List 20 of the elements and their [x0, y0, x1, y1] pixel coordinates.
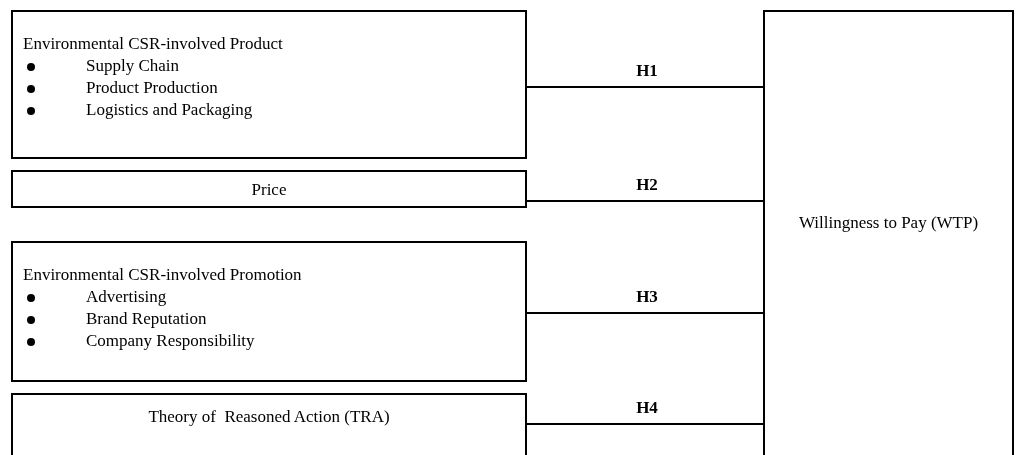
connector-line [526, 200, 764, 202]
connector-line [526, 312, 764, 314]
list-item: Logistics and Packaging [86, 100, 253, 120]
box-heading: Environmental CSR-involved Product [23, 34, 283, 54]
list-item: Advertising [86, 287, 167, 307]
list-item: Brand Reputation [86, 309, 207, 329]
factor-box [11, 393, 527, 455]
factor-box [11, 170, 527, 208]
outcome-box [763, 10, 1014, 455]
box-label: Theory of Reasoned Action (TRA) [147, 407, 391, 427]
box-label: Price [250, 180, 288, 200]
list-item: Company Responsibility [86, 331, 255, 351]
factor-box [11, 10, 527, 159]
factor-box [11, 241, 527, 382]
list-item: Supply Chain [86, 56, 180, 76]
list-item: Product Production [86, 78, 218, 98]
connector-line [526, 423, 764, 425]
box-label: Willingness to Pay (WTP) [797, 212, 980, 234]
connector-line [526, 86, 764, 88]
box-heading: Environmental CSR-involved Promotion [23, 265, 302, 285]
